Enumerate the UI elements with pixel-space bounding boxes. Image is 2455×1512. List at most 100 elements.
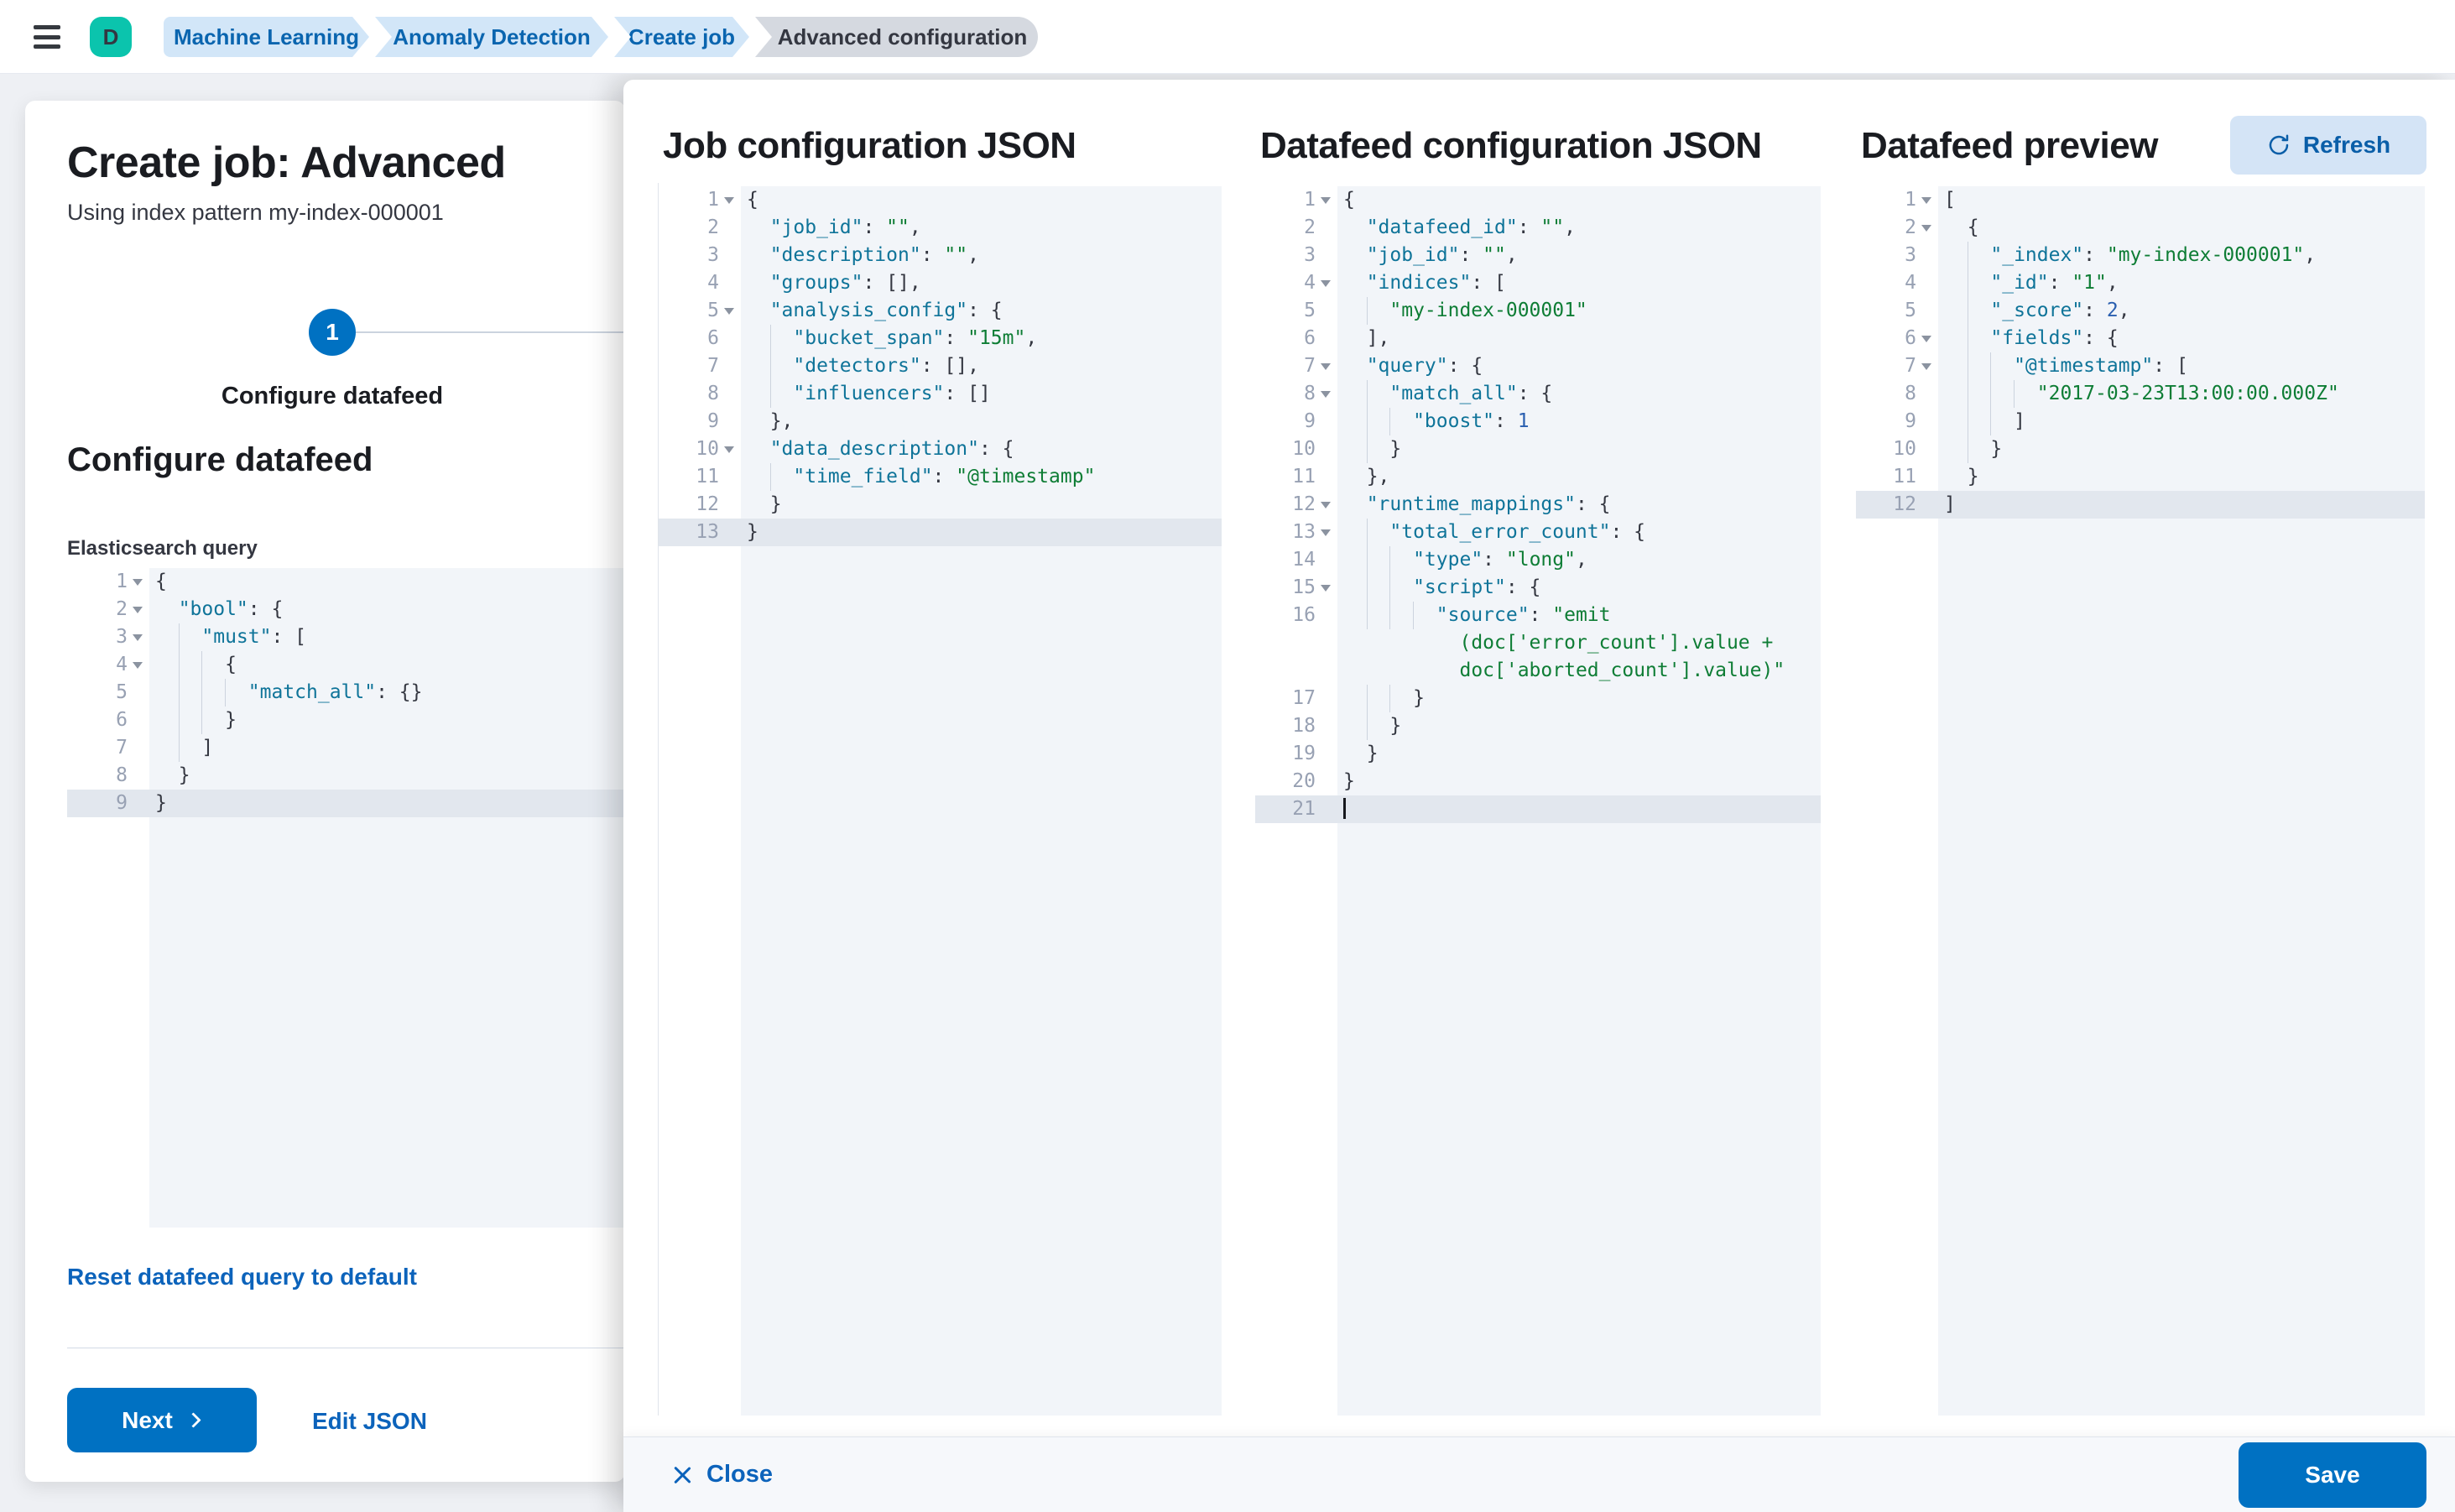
datafeed-preview-title: Datafeed preview bbox=[1861, 125, 2158, 166]
fold-arrow-icon[interactable] bbox=[719, 446, 741, 453]
code-line: 2{ bbox=[1856, 214, 2425, 242]
code-line: 2"bool": { bbox=[67, 596, 625, 623]
line-number: 8 bbox=[116, 764, 128, 786]
code-line: 6"bucket_span": "15m", bbox=[659, 325, 1222, 352]
fold-arrow-icon[interactable] bbox=[1316, 390, 1337, 398]
code-line: 3"_index": "my-index-000001", bbox=[1856, 242, 2425, 269]
line-number: 1 bbox=[659, 186, 741, 214]
fold-arrow-icon[interactable] bbox=[1316, 279, 1337, 287]
datafeed-preview-editor[interactable]: 1[2{3"_index": "my-index-000001",4"_id":… bbox=[1856, 183, 2425, 1416]
breadcrumb: Machine Learning Anomaly Detection Creat… bbox=[0, 0, 2455, 74]
line-number: 5 bbox=[659, 297, 741, 325]
fold-arrow-icon[interactable] bbox=[1916, 196, 1938, 204]
code-line: 21 bbox=[1255, 795, 1821, 823]
refresh-button[interactable]: Refresh bbox=[2230, 116, 2426, 175]
code-line: 4"_id": "1", bbox=[1856, 269, 2425, 297]
fold-arrow-icon[interactable] bbox=[128, 633, 149, 641]
code-line: 13"total_error_count": { bbox=[1255, 519, 1821, 546]
refresh-button-label: Refresh bbox=[2302, 132, 2391, 158]
datafeed-configuration-json-editor[interactable]: 1{2"datafeed_id": "",3"job_id": "",4"ind… bbox=[1255, 183, 1821, 1416]
avatar[interactable]: D bbox=[90, 17, 132, 57]
code-line: 9} bbox=[67, 790, 625, 817]
line-number: 10 bbox=[659, 435, 741, 463]
line-number: 3 bbox=[67, 623, 149, 651]
edit-json-link[interactable]: Edit JSON bbox=[312, 1408, 427, 1434]
line-number: 2 bbox=[1856, 214, 1938, 242]
fold-arrow-icon[interactable] bbox=[1316, 584, 1337, 592]
line-number: 8 bbox=[1255, 380, 1337, 408]
reset-datafeed-query-link[interactable]: Reset datafeed query to default bbox=[67, 1264, 417, 1290]
close-button[interactable]: Close bbox=[671, 1461, 773, 1489]
code-line: 18} bbox=[1255, 712, 1821, 740]
line-number: 4 bbox=[1255, 269, 1337, 297]
elasticsearch-query-editor[interactable]: 1{2"bool": {3"must": [4{5"match_all": {}… bbox=[67, 565, 625, 1228]
breadcrumb-machine-learning[interactable]: Machine Learning bbox=[164, 17, 369, 57]
text-cursor bbox=[1343, 798, 1346, 819]
fold-arrow-icon[interactable] bbox=[1316, 529, 1337, 536]
next-button[interactable]: Next bbox=[67, 1388, 257, 1452]
line-number: 8 bbox=[707, 383, 719, 404]
job-configuration-json-editor[interactable]: 1{2"job_id": "",3"description": "",4"gro… bbox=[658, 183, 1222, 1416]
line-number: 14 bbox=[1292, 549, 1316, 571]
menu-icon[interactable] bbox=[34, 25, 62, 49]
code-line: 3"description": "", bbox=[659, 242, 1222, 269]
code-line: 14"type": "long", bbox=[1255, 546, 1821, 574]
line-number: 1 bbox=[1255, 186, 1337, 214]
line-number: 4 bbox=[707, 272, 719, 294]
elasticsearch-query-label: Elasticsearch query bbox=[67, 537, 258, 560]
line-number: 16 bbox=[1292, 604, 1316, 626]
line-number: 7 bbox=[1255, 352, 1337, 380]
code-line: 10} bbox=[1856, 435, 2425, 463]
line-number: 7 bbox=[707, 355, 719, 377]
line-number: 21 bbox=[1255, 795, 1337, 823]
fold-arrow-icon[interactable] bbox=[1916, 362, 1938, 370]
fold-arrow-icon[interactable] bbox=[128, 606, 149, 613]
line-number: 2 bbox=[67, 596, 149, 623]
fold-arrow-icon[interactable] bbox=[1316, 501, 1337, 508]
configure-datafeed-heading: Configure datafeed bbox=[67, 441, 373, 478]
fold-arrow-icon[interactable] bbox=[128, 661, 149, 669]
line-number: 5 bbox=[1304, 300, 1316, 321]
code-line: 3"must": [ bbox=[67, 623, 625, 651]
close-button-label: Close bbox=[706, 1461, 773, 1488]
step-connector-line bbox=[356, 331, 625, 333]
line-number: 9 bbox=[67, 790, 149, 817]
code-line: 5"_score": 2, bbox=[1856, 297, 2425, 325]
code-line: 7"query": { bbox=[1255, 352, 1821, 380]
fold-arrow-icon[interactable] bbox=[1316, 362, 1337, 370]
top-navigation-bar: D Machine Learning Anomaly Detection Cre… bbox=[0, 0, 2455, 74]
line-number: 6 bbox=[1304, 327, 1316, 349]
breadcrumb-create-job[interactable]: Create job bbox=[614, 17, 749, 57]
job-configuration-json-title: Job configuration JSON bbox=[663, 125, 1076, 166]
code-line: 15"script": { bbox=[1255, 574, 1821, 602]
fold-arrow-icon[interactable] bbox=[128, 578, 149, 586]
line-number: 12 bbox=[1856, 491, 1938, 519]
line-number: 5 bbox=[1905, 300, 1916, 321]
code-line: 6], bbox=[1255, 325, 1821, 352]
code-line: 1{ bbox=[659, 186, 1222, 214]
code-line: 16"source": "emit bbox=[1255, 602, 1821, 629]
breadcrumb-anomaly-detection[interactable]: Anomaly Detection bbox=[375, 17, 608, 57]
line-number: 3 bbox=[707, 244, 719, 266]
line-number: 13 bbox=[659, 519, 741, 546]
code-line: 1{ bbox=[67, 568, 625, 596]
code-line: 6} bbox=[67, 706, 625, 734]
code-line: 5"analysis_config": { bbox=[659, 297, 1222, 325]
fold-arrow-icon[interactable] bbox=[1316, 196, 1337, 204]
datafeed-configuration-json-title: Datafeed configuration JSON bbox=[1260, 125, 1762, 166]
save-button[interactable]: Save bbox=[2239, 1442, 2426, 1508]
fold-arrow-icon[interactable] bbox=[1916, 224, 1938, 232]
line-number: 12 bbox=[1255, 491, 1337, 519]
fold-arrow-icon[interactable] bbox=[719, 307, 741, 315]
line-number: 2 bbox=[1304, 216, 1316, 238]
line-number: 18 bbox=[1292, 715, 1316, 737]
line-number: 11 bbox=[696, 466, 719, 487]
fold-arrow-icon[interactable] bbox=[1916, 335, 1938, 342]
line-number: 9 bbox=[1905, 410, 1916, 432]
code-line: 11}, bbox=[1255, 463, 1821, 491]
fold-arrow-icon[interactable] bbox=[719, 196, 741, 204]
line-number: 3 bbox=[1304, 244, 1316, 266]
line-number: 10 bbox=[1893, 438, 1916, 460]
step-1-indicator[interactable]: 1 bbox=[309, 309, 356, 356]
line-number: 11 bbox=[1292, 466, 1316, 487]
